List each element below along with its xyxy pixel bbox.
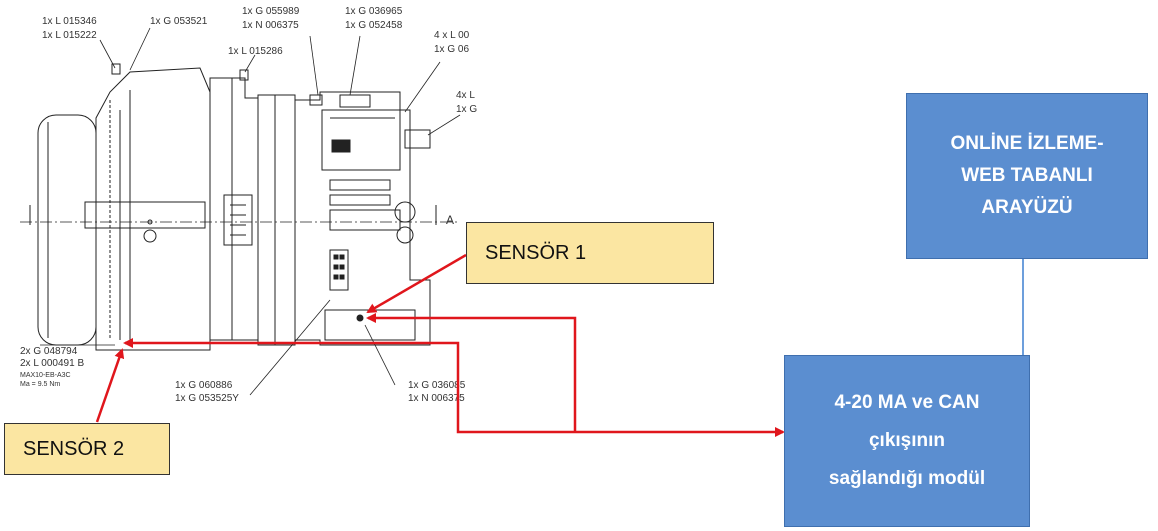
gearbox-drawing (20, 28, 460, 395)
part-label: 1x G 053521 (150, 16, 208, 27)
part-label: 4 x L 00 (434, 30, 470, 41)
module-line-1: 4-20 MA ve CAN (829, 384, 985, 422)
module-line-3: sağlandığı modül (829, 460, 985, 498)
part-label: 1x G 053525Y (175, 393, 239, 404)
flywheel (38, 115, 96, 345)
part-label: 2x G 048794 (20, 346, 78, 357)
bell-housing (210, 78, 258, 340)
part-label: 2x L 000491 B (20, 358, 84, 369)
part-label: MAX10-EB-A3C (20, 372, 71, 379)
housing-left (96, 68, 210, 350)
output-module-box: 4-20 MA ve CAN çıkışının sağlandığı modü… (784, 355, 1030, 527)
sensor-1-point (357, 315, 363, 321)
part-label: 1x N 006375 (408, 393, 465, 404)
part-label: 1x L 015346 (42, 16, 97, 27)
online-monitoring-box: ONLİNE İZLEME- WEB TABANLI ARAYÜZÜ (906, 93, 1148, 259)
nameplate (224, 195, 252, 245)
part-label: 1x G 06 (434, 44, 469, 55)
part-label: 1x L 015222 (42, 30, 97, 41)
part-label: 1x G 052458 (345, 20, 403, 31)
sensor1-pointer (368, 255, 466, 312)
section-mark: A (446, 213, 454, 227)
arrow-module-to-sensor1 (368, 318, 575, 432)
sensor2-pointer (97, 350, 122, 422)
sensor-1-label: SENSÖR 1 (466, 222, 714, 284)
part-label: 1x G 060886 (175, 380, 233, 391)
part-label: 1x L 015286 (228, 46, 283, 57)
online-line-3: ARAYÜZÜ (950, 192, 1103, 224)
online-monitoring-text: ONLİNE İZLEME- WEB TABANLI ARAYÜZÜ (950, 128, 1103, 224)
online-line-1: ONLİNE İZLEME- (950, 128, 1103, 160)
output-module-text: 4-20 MA ve CAN çıkışının sağlandığı modü… (829, 384, 985, 498)
part-label: 1x N 006375 (242, 20, 299, 31)
part-label: 4x L (456, 90, 475, 101)
part-label: Ma = 9.5 Nm (20, 381, 60, 388)
online-line-2: WEB TABANLI (950, 160, 1103, 192)
sensor-2-text: SENSÖR 2 (23, 438, 124, 461)
connector-block (330, 250, 348, 290)
shaft (85, 202, 205, 228)
part-label: 1x G 036965 (345, 6, 403, 17)
sensor-2-label: SENSÖR 2 (4, 423, 170, 475)
part-label: 1x G (456, 104, 477, 115)
module-line-2: çıkışının (829, 422, 985, 460)
sensor-1-text: SENSÖR 1 (485, 242, 586, 265)
clutch-housing (258, 95, 295, 345)
part-label: 1x G 055989 (242, 6, 300, 17)
